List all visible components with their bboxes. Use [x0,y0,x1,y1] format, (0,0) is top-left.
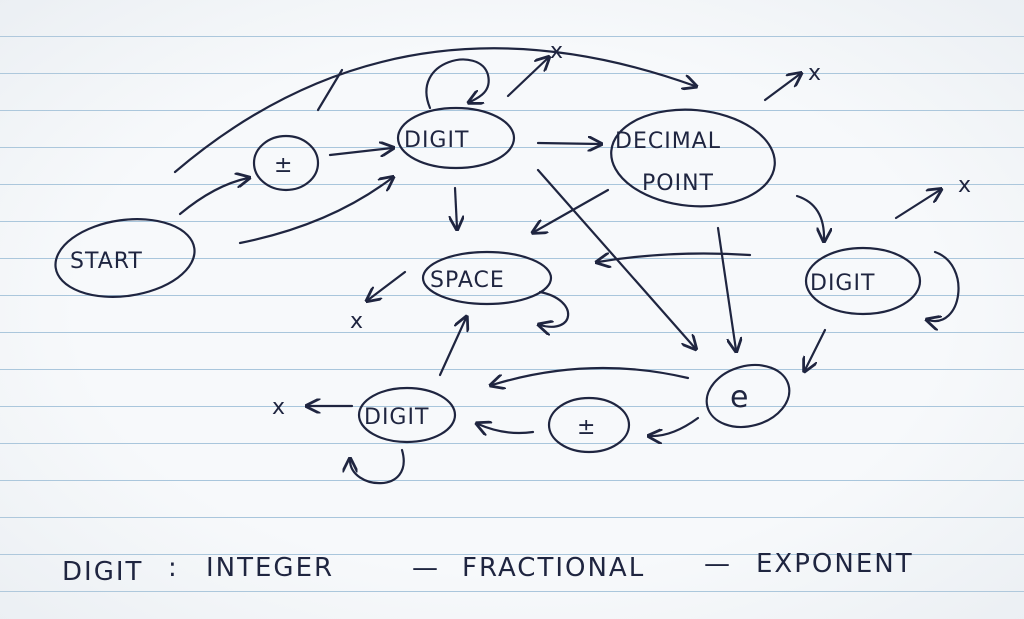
edge-decimal-to-digit [795,194,824,240]
edge-start-to-decimal [173,47,695,174]
node-start: START [54,218,196,298]
legend-item-integer: INTEGER [206,553,334,583]
edge-sign-to-digit [328,148,392,155]
node-sign-top: ± [252,134,320,192]
legend-item-exponent: EXPONENT [756,549,914,579]
reject-mark-digit-frac: x [958,173,972,198]
legend-dash-1: — [412,553,440,583]
edge-digit-to-decimal [536,143,600,144]
edge-decimal-to-exponent [716,226,736,350]
node-space: SPACE [421,250,553,306]
edge-start-to-sign [178,178,248,216]
decimal-point-label-line1: DECIMAL [615,129,721,154]
edge-digit-exp-self-loop [350,448,405,485]
edge-decimal-to-space [534,188,610,232]
edge-digit-frac-to-exponent [805,328,827,370]
edge-decimal-to-reject [763,74,800,102]
sign-exponent-label: ± [577,415,596,440]
sign-top-ellipse [252,134,320,192]
edge-digit-to-space [455,186,457,228]
legend-separator: : [168,553,179,583]
edge-tick [316,68,344,112]
edge-sign-to-digit-exp [478,424,535,433]
digit-exponent-ellipse [357,386,457,444]
sign-exponent-ellipse [547,396,631,454]
digit-integer-label: DIGIT [404,128,469,153]
start-ellipse [54,218,196,298]
node-exponent: e [705,363,791,429]
reject-mark-space: x [350,309,364,334]
transition-arrows [173,47,960,485]
space-label: SPACE [430,268,505,293]
edge-digit-self-loop [425,58,490,110]
edge-digit-to-reject [506,58,548,98]
node-decimal-point: DECIMAL POINT [610,108,776,208]
node-digit-fractional: DIGIT [804,246,922,316]
reject-mark-decimal: x [808,61,822,86]
decimal-point-ellipse [610,108,776,208]
node-sign-exponent: ± [547,396,631,454]
edge-space-to-reject [368,270,407,300]
space-ellipse [421,250,553,306]
edge-exponent-to-sign [650,416,700,436]
exponent-label: e [730,380,749,415]
edge-digit-frac-self-loop [928,250,960,321]
node-digit-integer: DIGIT [396,106,516,170]
exponent-ellipse [705,363,791,429]
legend-item-fractional: FRACTIONAL [462,553,645,583]
digit-exponent-label: DIGIT [364,405,429,430]
legend-dash-2: — [704,549,732,579]
reject-marks: x x x x x [272,39,972,420]
edge-space-self-loop [540,290,570,327]
decimal-point-label-line2: POINT [642,171,714,196]
reject-mark-digit-exp: x [272,395,286,420]
edge-start-to-digit [238,178,392,245]
edge-digit-frac-to-space [598,254,752,262]
edge-digit-frac-to-reject [894,190,940,220]
legend-line: DIGIT : INTEGER — FRACTIONAL — EXPONENT [62,549,914,587]
digit-integer-ellipse [396,106,516,170]
reject-mark-digit: x [550,39,564,64]
sign-top-label: ± [274,153,293,178]
node-digit-exponent: DIGIT [357,386,457,444]
legend-label: DIGIT [62,557,143,587]
digit-fractional-ellipse [804,246,922,316]
edge-exponent-to-digit [492,366,690,385]
start-label: START [70,249,143,274]
digit-fractional-label: DIGIT [810,271,875,296]
edge-digit-exp-to-space [438,318,466,377]
